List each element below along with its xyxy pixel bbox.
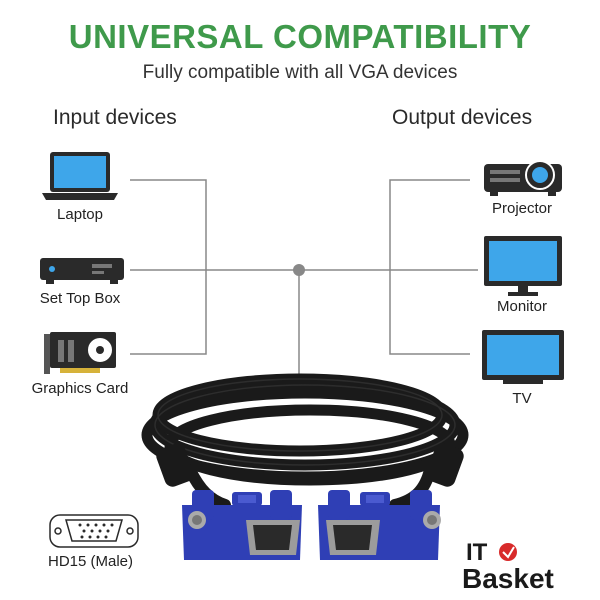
output-devices-title: Output devices [392, 106, 533, 129]
headline: UNIVERSAL COMPATIBILITY [68, 18, 532, 55]
it-basket-logo: IT Basket [462, 539, 554, 594]
set-top-box-icon [40, 258, 124, 284]
junction-dot [293, 264, 305, 276]
device-label-graphics-card: Graphics Card [31, 380, 129, 397]
device-label-projector: Projector [491, 200, 553, 217]
device-label-monitor: Monitor [496, 298, 548, 315]
device-label-tv: TV [512, 390, 532, 407]
svg-text:Basket: Basket [462, 563, 554, 594]
device-label-laptop: Laptop [57, 206, 103, 223]
tv-icon [482, 330, 564, 384]
graphics-card-icon [44, 332, 116, 374]
laptop-icon [42, 152, 118, 200]
subheadline: Fully compatible with all VGA devices [142, 62, 458, 83]
connector-label: HD15 (Male) [48, 553, 134, 570]
connection-lines [130, 179, 478, 375]
device-label-set-top-box: Set Top Box [39, 290, 121, 307]
input-devices-title: Input devices [53, 106, 177, 129]
hd15-connector-icon [49, 514, 139, 548]
monitor-icon [484, 236, 562, 296]
svg-text:IT: IT [466, 539, 488, 566]
vga-cable-image [141, 373, 469, 560]
projector-icon [484, 160, 562, 196]
